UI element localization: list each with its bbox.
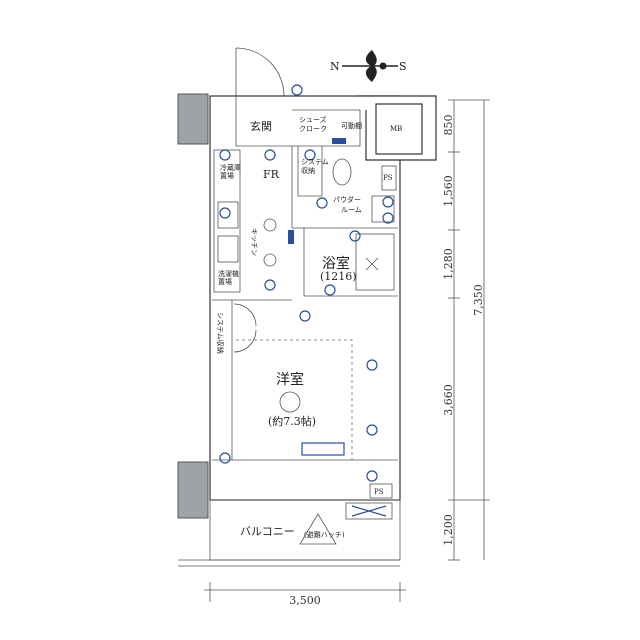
room-balcony: バルコニー [240,525,295,538]
stove-icon [217,235,239,263]
balcony-outline [209,499,401,561]
subsystem-wall [297,146,323,197]
room-fr: FR [263,168,280,181]
compass-n: N [330,60,340,73]
hatch-label: (避難ハッチ) [304,530,345,539]
room-western-size: (約7.3帖) [268,414,316,428]
ceiling-line [236,339,353,460]
compass-s: S [399,60,407,73]
ps-bottom-box [369,483,393,499]
electrical-marks [219,84,394,482]
toilet-icon [332,158,352,186]
fridge-label: 冷蔵庫置場 [220,163,241,180]
ac-unit-mark [351,505,387,517]
room-powder: パウダールーム [333,195,362,214]
dim-3660: 3,660 [442,384,455,416]
dim-1280: 1,280 [442,248,455,280]
drain-icon [365,257,379,271]
genkan-wall [235,96,293,228]
washbasin-icon [371,195,395,223]
mb-label: MB [390,125,402,133]
room-western: 洋室 [276,371,304,388]
room-bathroom: 浴室 [322,255,350,272]
right-dimensions: 850 1,560 1,280 3,660 1,200 7,350 [442,99,490,561]
dim-total: 7,350 [472,284,485,316]
bathtub-icon [355,233,395,291]
ps-top-label: PS [383,174,393,182]
bottom-dimension: 3,500 [204,582,406,607]
mb-inner [375,103,423,155]
emergency-hatch-icon [299,513,337,545]
column-bottom-left [177,461,209,519]
compass-icon: N S [330,50,407,82]
sink-icon [217,201,239,229]
entrance-door-swing [235,47,285,98]
room-kitchen: キッチン [250,228,258,256]
ac-unit-icon [345,502,393,520]
dim-1200: 1,200 [442,514,455,546]
room-bathroom-size: (1216) [320,270,357,283]
room-genkan: 玄関 [250,119,272,133]
washer-label: 洗濯機置場 [218,269,239,286]
dim-850: 850 [442,115,455,136]
ps-top-box [381,165,397,191]
shoes-closet-wall [292,109,361,147]
column-top-left [177,93,209,145]
room-subsystem: システム収納 [301,158,329,175]
storage-door-swing [233,303,257,353]
bathroom-wall [303,228,398,297]
balcony-rail [178,559,400,567]
shelf-label: 可動棚 [341,121,362,130]
dim-width: 3,500 [289,594,321,607]
ps-bottom-label: PS [374,488,384,496]
room-system-storage: システム収納 [216,312,225,354]
dim-1560: 1,560 [442,175,455,207]
room-shoes-closet: シューズクローク [299,115,327,133]
